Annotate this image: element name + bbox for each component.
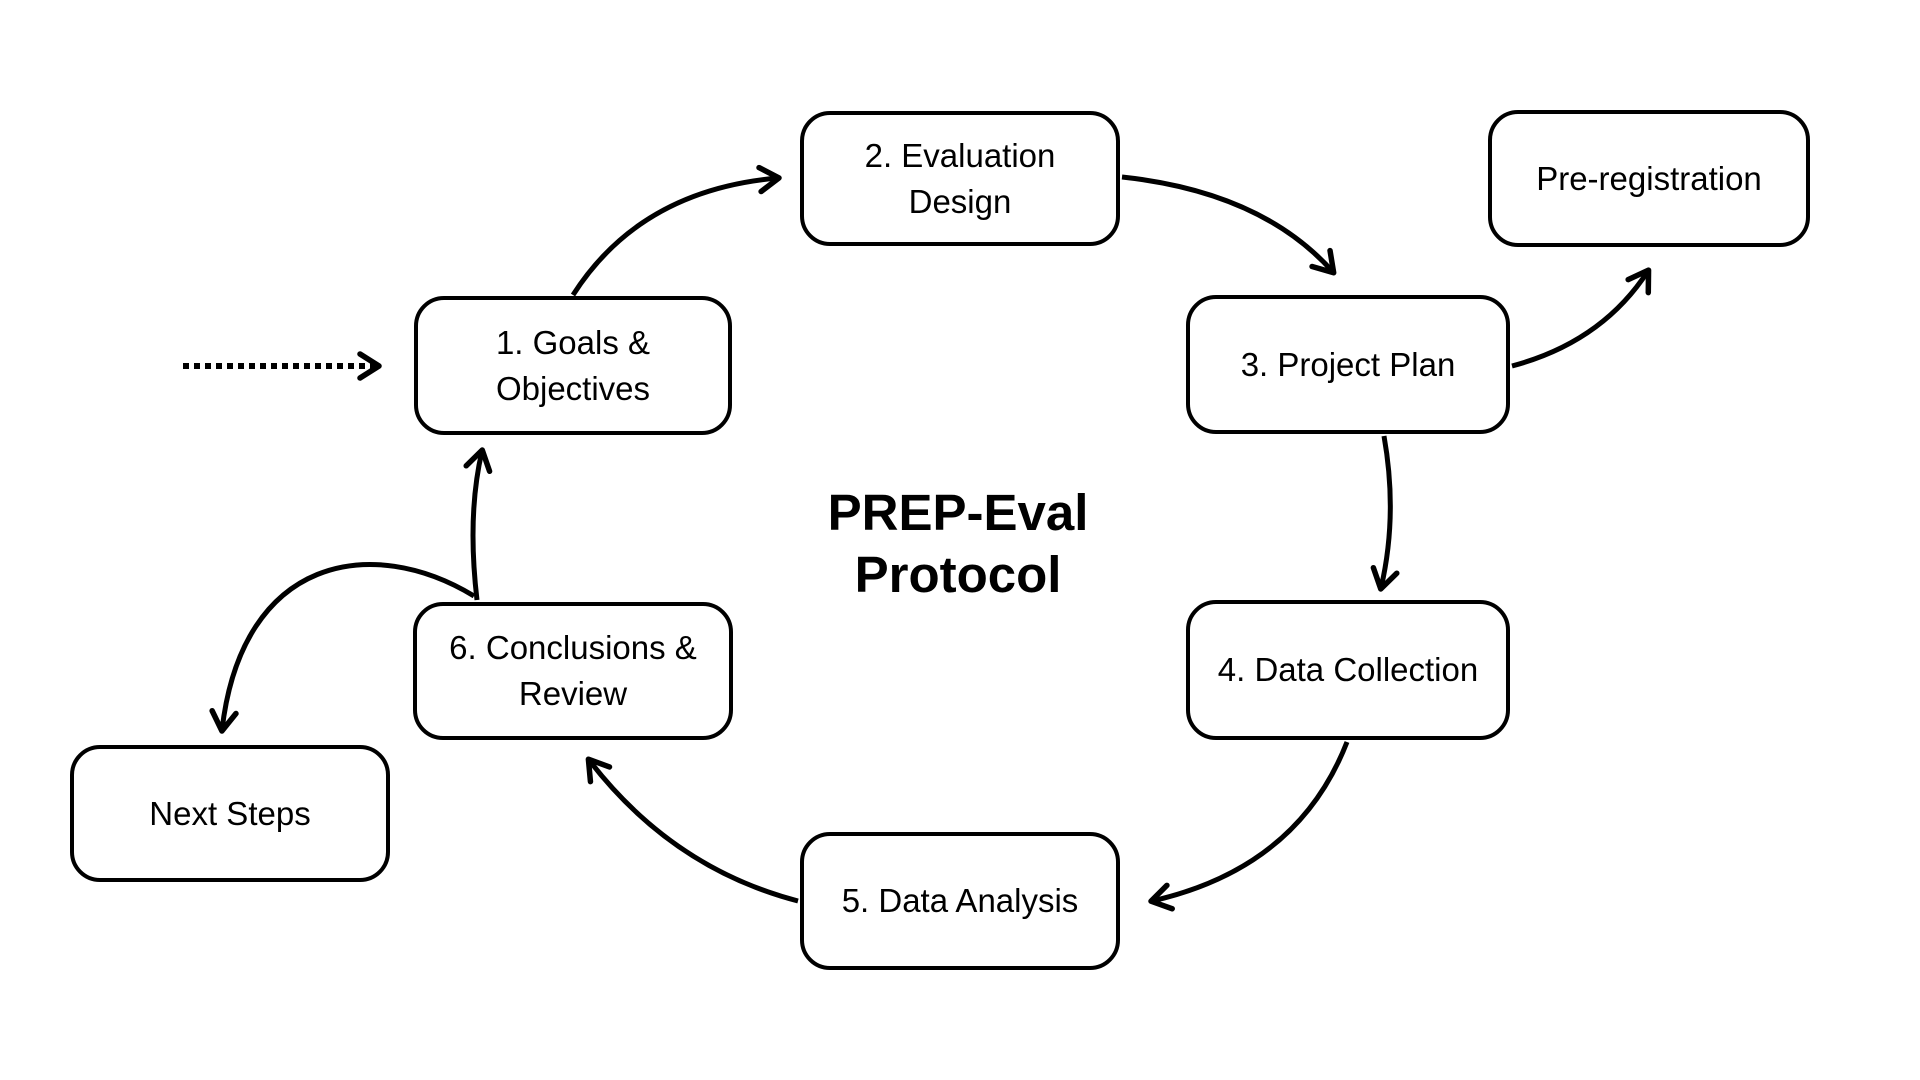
arrow-evaluation-design-to-project-plan [1121,174,1337,276]
arrow-project-plan-to-pre-registration [1511,267,1652,369]
arrow-data-analysis-to-conclusions-review [585,756,799,904]
diagram-title-line2: Protocol [854,546,1062,603]
node-data-analysis: 5. Data Analysis [800,832,1120,970]
arrow-conclusions-review-to-next-steps [209,562,476,734]
diagram-title-line1: PREP-Eval [827,484,1089,541]
arrow-data-collection-to-data-analysis [1148,741,1350,912]
arrow-goals-to-evaluation-design [570,164,782,297]
node-goals-objectives: 1. Goals & Objectives [414,296,732,435]
arrow-conclusions-review-to-goals [463,447,493,601]
node-next-steps: Next Steps [70,745,390,882]
diagram-title: PREP-Eval Protocol [708,482,1208,606]
node-pre-registration: Pre-registration [1488,110,1810,247]
arrow-project-plan-to-data-collection [1370,435,1400,592]
node-evaluation-design: 2. Evaluation Design [800,111,1120,246]
node-project-plan: 3. Project Plan [1186,295,1510,434]
node-conclusions-review: 6. Conclusions & Review [413,602,733,740]
node-data-collection: 4. Data Collection [1186,600,1510,740]
